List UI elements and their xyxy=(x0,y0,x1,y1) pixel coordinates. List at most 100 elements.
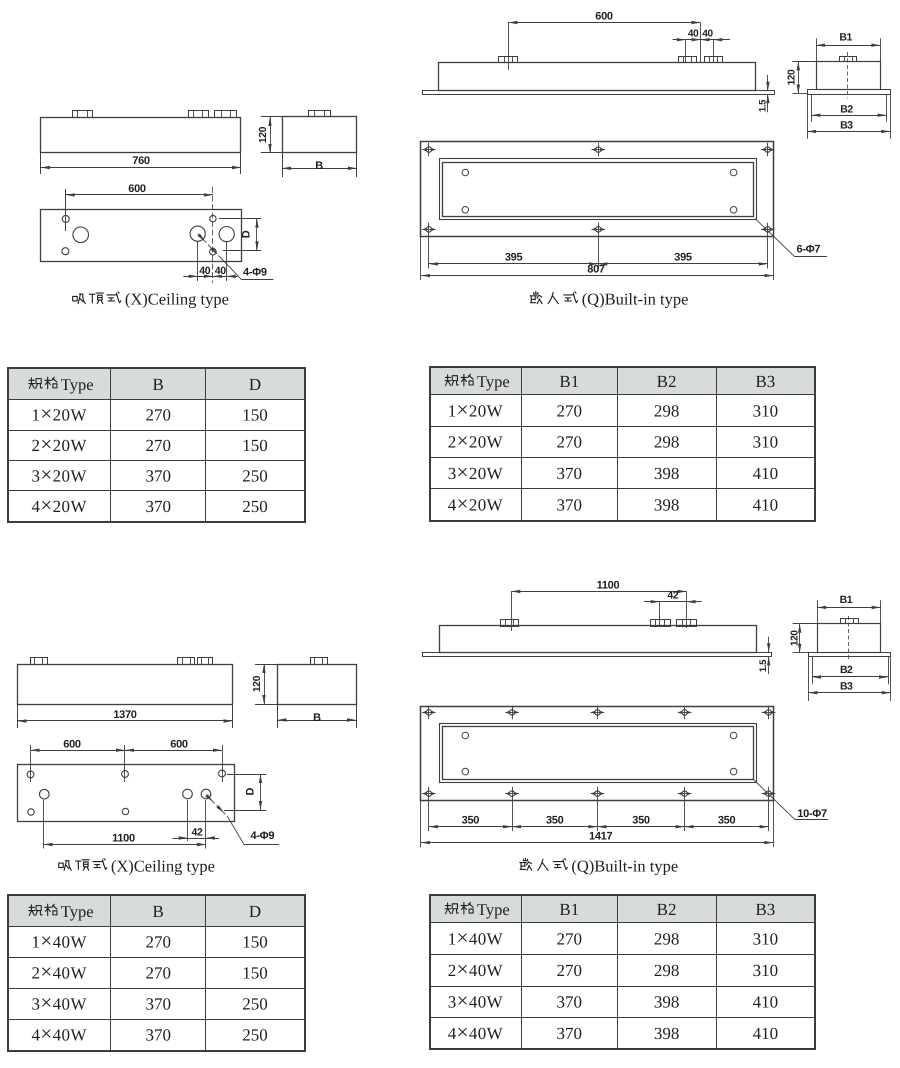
svg-text:3×40W: 3×40W xyxy=(31,991,87,1015)
svg-text:298: 298 xyxy=(654,433,680,452)
svg-text:B3: B3 xyxy=(755,372,775,391)
svg-text:B3: B3 xyxy=(840,120,853,132)
svg-text:1×40W: 1×40W xyxy=(448,926,504,950)
svg-text:4-Φ9: 4-Φ9 xyxy=(243,267,267,279)
svg-text:120: 120 xyxy=(786,69,797,86)
svg-text:807: 807 xyxy=(587,264,605,276)
svg-text:270: 270 xyxy=(557,930,583,949)
svg-text:3×40W: 3×40W xyxy=(448,989,504,1013)
svg-text:B1: B1 xyxy=(840,594,853,606)
svg-text:310: 310 xyxy=(753,433,779,452)
svg-text:4×20W: 4×20W xyxy=(31,493,87,517)
svg-text:270: 270 xyxy=(557,961,583,980)
svg-text:600: 600 xyxy=(63,738,81,750)
svg-text:D: D xyxy=(249,902,261,921)
svg-text:2×40W: 2×40W xyxy=(448,957,504,981)
svg-text:Type: Type xyxy=(477,900,510,919)
svg-text:40: 40 xyxy=(215,265,227,277)
svg-text:3×20W: 3×20W xyxy=(31,462,87,486)
svg-text:395: 395 xyxy=(674,252,692,264)
svg-text:2×20W: 2×20W xyxy=(31,432,87,456)
svg-text:150: 150 xyxy=(242,436,268,455)
svg-text:(Q)Built-in type: (Q)Built-in type xyxy=(582,290,689,309)
svg-text:120: 120 xyxy=(258,126,269,143)
svg-text:310: 310 xyxy=(753,401,779,420)
svg-text:410: 410 xyxy=(753,993,779,1012)
svg-text:350: 350 xyxy=(546,815,564,827)
svg-text:B2: B2 xyxy=(657,372,677,391)
svg-text:270: 270 xyxy=(145,406,171,425)
svg-text:D: D xyxy=(249,375,261,394)
svg-text:270: 270 xyxy=(145,933,171,952)
svg-text:120: 120 xyxy=(252,675,263,692)
svg-text:370: 370 xyxy=(145,466,171,485)
svg-text:370: 370 xyxy=(557,464,583,483)
svg-text:Type: Type xyxy=(61,375,94,394)
svg-text:4×20W: 4×20W xyxy=(448,491,504,515)
svg-text:B1: B1 xyxy=(559,372,579,391)
svg-text:(X)Ceiling type: (X)Ceiling type xyxy=(125,290,229,309)
svg-text:B: B xyxy=(315,160,323,172)
svg-text:B: B xyxy=(153,375,164,394)
svg-text:B: B xyxy=(313,712,321,724)
svg-text:250: 250 xyxy=(242,497,268,516)
svg-text:298: 298 xyxy=(654,961,680,980)
svg-text:150: 150 xyxy=(242,964,268,983)
svg-text:370: 370 xyxy=(557,495,583,514)
svg-text:298: 298 xyxy=(654,401,680,420)
svg-text:1×20W: 1×20W xyxy=(31,402,87,426)
svg-text:250: 250 xyxy=(242,466,268,485)
svg-text:270: 270 xyxy=(145,964,171,983)
svg-text:270: 270 xyxy=(145,436,171,455)
svg-text:398: 398 xyxy=(654,495,680,514)
svg-text:350: 350 xyxy=(718,815,736,827)
svg-text:150: 150 xyxy=(242,406,268,425)
svg-text:4-Φ9: 4-Φ9 xyxy=(251,830,275,842)
svg-text:B3: B3 xyxy=(755,900,775,919)
svg-text:600: 600 xyxy=(128,183,146,195)
svg-text:270: 270 xyxy=(557,433,583,452)
svg-text:350: 350 xyxy=(462,815,480,827)
svg-text:D: D xyxy=(240,230,252,238)
svg-text:370: 370 xyxy=(557,1024,583,1043)
svg-text:Type: Type xyxy=(477,372,510,391)
svg-text:4×40W: 4×40W xyxy=(448,1020,504,1044)
svg-text:1370: 1370 xyxy=(113,709,136,721)
svg-text:370: 370 xyxy=(145,995,171,1014)
svg-text:600: 600 xyxy=(170,738,188,750)
svg-text:410: 410 xyxy=(753,1024,779,1043)
svg-text:298: 298 xyxy=(654,930,680,949)
svg-text:B2: B2 xyxy=(657,900,677,919)
svg-text:40: 40 xyxy=(702,28,713,39)
svg-text:Type: Type xyxy=(61,902,94,921)
svg-text:398: 398 xyxy=(654,464,680,483)
svg-text:4×40W: 4×40W xyxy=(31,1022,87,1046)
svg-text:10-Φ7: 10-Φ7 xyxy=(797,808,827,820)
svg-text:B: B xyxy=(153,902,164,921)
svg-text:42: 42 xyxy=(191,826,203,838)
svg-text:B3: B3 xyxy=(840,680,853,692)
svg-text:3×20W: 3×20W xyxy=(448,460,504,484)
svg-text:40: 40 xyxy=(688,28,699,39)
svg-text:370: 370 xyxy=(145,497,171,516)
svg-text:120: 120 xyxy=(789,630,800,647)
svg-text:D: D xyxy=(244,788,256,796)
svg-text:310: 310 xyxy=(753,961,779,980)
svg-text:410: 410 xyxy=(753,495,779,514)
svg-text:42: 42 xyxy=(667,590,679,602)
svg-text:150: 150 xyxy=(242,933,268,952)
svg-text:2×40W: 2×40W xyxy=(31,960,87,984)
svg-text:250: 250 xyxy=(242,995,268,1014)
svg-text:398: 398 xyxy=(654,993,680,1012)
svg-text:(X)Ceiling type: (X)Ceiling type xyxy=(111,856,215,875)
svg-text:1.5: 1.5 xyxy=(758,659,769,672)
svg-text:270: 270 xyxy=(557,401,583,420)
svg-text:B2: B2 xyxy=(840,664,853,676)
svg-text:760: 760 xyxy=(132,155,150,167)
svg-text:1100: 1100 xyxy=(112,833,135,845)
svg-text:40: 40 xyxy=(199,265,211,277)
svg-text:350: 350 xyxy=(632,815,650,827)
svg-text:(Q)Built-in type: (Q)Built-in type xyxy=(571,856,678,875)
svg-text:1.5: 1.5 xyxy=(757,99,768,112)
svg-text:B1: B1 xyxy=(559,900,579,919)
